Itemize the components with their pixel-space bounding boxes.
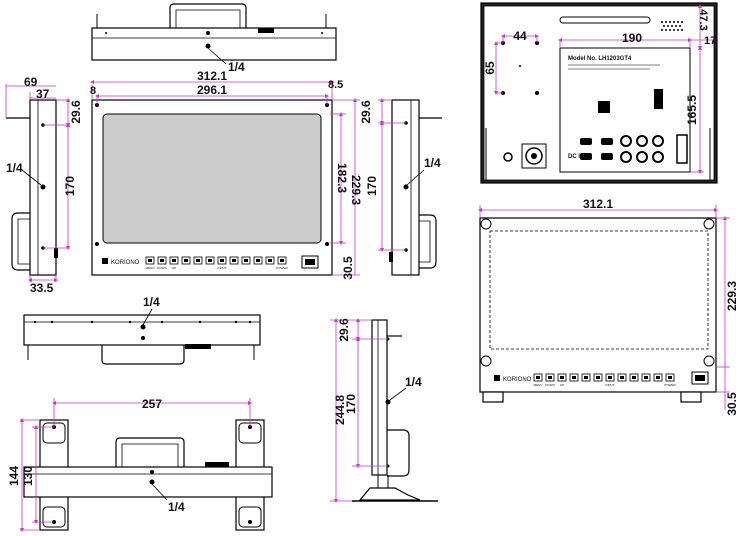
dim-front-overall-height: 229.3 <box>349 175 363 205</box>
dimension-labels: 312.1 296.1 8 8.5 182.3 229.3 30.5 69 37… <box>7 9 739 486</box>
dim-front-overall-width: 312.1 <box>197 69 227 83</box>
front-button-label-0: MENU <box>146 266 155 270</box>
stand-top-monitor-body <box>23 466 273 498</box>
stand-button-label-11: POWER <box>664 383 676 387</box>
dim-stand-front-height: 229.3 <box>725 281 739 311</box>
rear-dc-label: DC IN <box>568 154 584 160</box>
front-stand-screen <box>489 230 709 350</box>
dim-rear-panel-height: 165.5 <box>685 95 699 125</box>
dim-rear-top-offset: 47.3 <box>697 9 709 30</box>
dim-rear-hole-spacing-y: 65 <box>483 61 497 75</box>
right-thread-callout: 1/4 <box>424 156 441 170</box>
top-view: 1/4 <box>91 3 337 74</box>
rear-vent <box>661 21 683 31</box>
top-view-body <box>91 27 337 61</box>
stand-button-label-1: DOWN <box>545 383 555 387</box>
dim-front-left-margin: 8 <box>90 85 96 97</box>
rear-handle-slot <box>559 16 651 24</box>
rear-dc-jack <box>503 152 513 162</box>
top-thread-callout: 1/4 <box>228 60 245 74</box>
front-stand-logo: KORIONO <box>494 375 532 383</box>
dim-front-screen-width: 296.1 <box>197 83 227 97</box>
stand-button-label-6: INPUT <box>606 383 615 387</box>
right-handle <box>419 214 437 269</box>
rear-connectors <box>580 134 688 164</box>
dim-stand-top-hole-spacing: 257 <box>142 397 162 411</box>
dim-right-top-hole: 29.6 <box>359 100 373 124</box>
dim-front-screen-height: 182.3 <box>335 163 349 193</box>
dim-stand-front-bottom: 30.5 <box>725 392 739 416</box>
front-button-label-1: DOWN <box>157 266 167 270</box>
dim-front-right-margin: 8.5 <box>328 79 343 91</box>
stand-button-label-2: UP <box>560 383 564 387</box>
stand-side-body <box>371 319 388 476</box>
bottom-view-body <box>23 314 261 346</box>
dimension-lines <box>5 4 730 532</box>
front-stand-foot-right <box>680 391 702 403</box>
dim-left-depth: 37 <box>36 87 50 101</box>
front-stand-foot-left <box>482 391 504 403</box>
stand-button-label-0: MENU <box>534 383 543 387</box>
dim-left-handle-offset: 69 <box>24 75 38 89</box>
dim-rear-hole-spacing-x: 44 <box>513 29 527 43</box>
front-button-label-2: UP <box>172 266 176 270</box>
dim-stand-top-outer-depth: 144 <box>7 466 21 486</box>
top-handle <box>169 3 247 28</box>
svg-text:KORIONO: KORIONO <box>111 260 140 266</box>
stand-top-view: 1/4 <box>23 419 273 531</box>
dim-left-hole-pitch: 170 <box>63 176 77 196</box>
left-thread-callout: 1/4 <box>6 161 23 175</box>
dim-stand-side-top-hole: 29.6 <box>337 318 351 342</box>
front-button-label-11: POWER <box>276 266 288 270</box>
bottom-mount-hole <box>140 324 146 330</box>
left-side-view: 1/4 <box>6 99 58 276</box>
left-handle <box>11 212 30 271</box>
bottom-view: 1/4 <box>23 295 261 365</box>
dim-rear-right-offset: 17 <box>704 35 716 47</box>
stand-top-mount-hole <box>149 479 155 485</box>
rear-view: Model No. LH1203GT4 DC IN <box>480 2 718 184</box>
right-side-view: 1/4 <box>389 99 442 276</box>
front-logo: KORIONO <box>102 258 140 266</box>
stand-top-thread-callout: 1/4 <box>168 500 185 514</box>
top-mount-hole <box>205 43 211 49</box>
dim-stand-side-hole-pitch: 170 <box>344 394 358 414</box>
dim-rear-panel-width: 190 <box>622 31 642 45</box>
bottom-handle <box>101 345 185 365</box>
front-stand-bezel <box>479 217 717 393</box>
dim-left-top-hole: 29.6 <box>69 100 83 124</box>
front-button-label-6: INPUT <box>218 266 227 270</box>
dim-stand-front-width: 312.1 <box>583 197 613 211</box>
dim-stand-side-overall-height: 244.8 <box>333 395 347 425</box>
stand-top-handle <box>115 437 185 467</box>
stand-side-handle <box>387 429 410 477</box>
front-screen <box>102 113 322 244</box>
stand-base <box>358 487 421 501</box>
dim-left-base-width: 33.5 <box>30 281 54 295</box>
dim-right-hole-pitch: 170 <box>365 176 379 196</box>
rear-model-label: Model No. LH1203GT4 <box>568 56 632 62</box>
dim-front-bottom-strip: 30.5 <box>341 256 355 280</box>
svg-text:KORIONO: KORIONO <box>503 377 532 383</box>
bottom-thread-callout: 1/4 <box>143 295 160 309</box>
stand-side-view: 1/4 <box>352 319 438 502</box>
stand-side-thread-callout: 1/4 <box>405 375 422 389</box>
dim-stand-top-inner-depth: 130 <box>21 466 35 486</box>
